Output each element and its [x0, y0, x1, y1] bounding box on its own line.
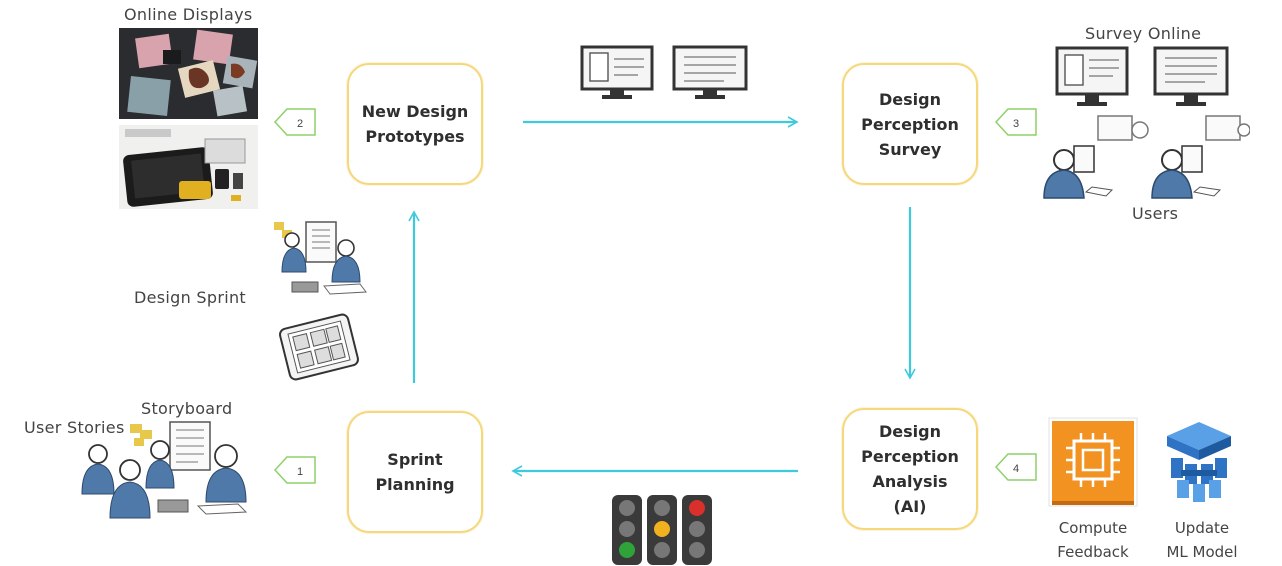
step-badge-1-number: 1	[297, 466, 303, 478]
user-stories-illustration	[81, 421, 248, 519]
step-sprint-planning: Sprint Planning	[347, 411, 483, 533]
step-badge-2-number: 2	[297, 118, 303, 130]
step-badge-2: 2	[273, 108, 316, 136]
monitor-icon	[1153, 46, 1229, 106]
traffic-light-icon	[612, 495, 642, 565]
label-survey-online: Survey Online	[1085, 24, 1202, 43]
tablet-sketch-icon	[279, 313, 359, 381]
person-icon	[205, 444, 247, 503]
label-design-sprint: Design Sprint	[134, 288, 246, 307]
label-update-ml-model: Update ML Model	[1166, 519, 1238, 561]
tablet-devices-photo	[119, 125, 258, 209]
ml-model-icon	[1167, 422, 1231, 502]
person-icon	[281, 232, 307, 273]
label-online-displays: Online Displays	[124, 5, 253, 24]
traffic-lights	[612, 495, 712, 565]
label-compute-feedback: Compute Feedback	[1057, 519, 1129, 561]
label-storyboard: Storyboard	[141, 399, 233, 418]
person-icon	[331, 239, 361, 283]
label-users: Users	[1132, 204, 1179, 223]
survey-monitors	[1055, 46, 1229, 106]
person-icon	[145, 440, 175, 489]
whiteboard-icon	[169, 421, 211, 471]
person-icon	[81, 444, 115, 495]
chip-icon	[1048, 417, 1138, 507]
step-badge-3-number: 3	[1013, 118, 1019, 130]
step-badge-3: 3	[994, 108, 1037, 136]
monitor-icon	[672, 45, 748, 99]
prototype-monitors	[580, 45, 748, 99]
person-icon	[1151, 145, 1203, 199]
monitor-icon	[1097, 115, 1241, 141]
whiteboard-icon	[305, 221, 337, 263]
monitor-icon	[580, 45, 654, 99]
step-design-perception-analysis: Design Perception Analysis (AI)	[842, 408, 978, 530]
users-illustration	[1043, 115, 1250, 199]
design-sprint-illustration	[274, 221, 367, 295]
step-new-design-prototypes: New Design Prototypes	[347, 63, 483, 185]
step-badge-4: 4	[994, 453, 1037, 481]
traffic-light-icon	[647, 495, 677, 565]
monitor-icon	[1055, 46, 1129, 106]
label-user-stories: User Stories	[24, 418, 125, 437]
step-design-perception-survey: Design Perception Survey	[842, 63, 978, 185]
traffic-light-icon	[682, 495, 712, 565]
step-badge-4-number: 4	[1013, 463, 1019, 475]
online-displays-photo	[119, 28, 258, 119]
person-icon	[1043, 145, 1095, 199]
person-icon	[109, 459, 151, 519]
step-badge-1: 1	[273, 456, 316, 484]
